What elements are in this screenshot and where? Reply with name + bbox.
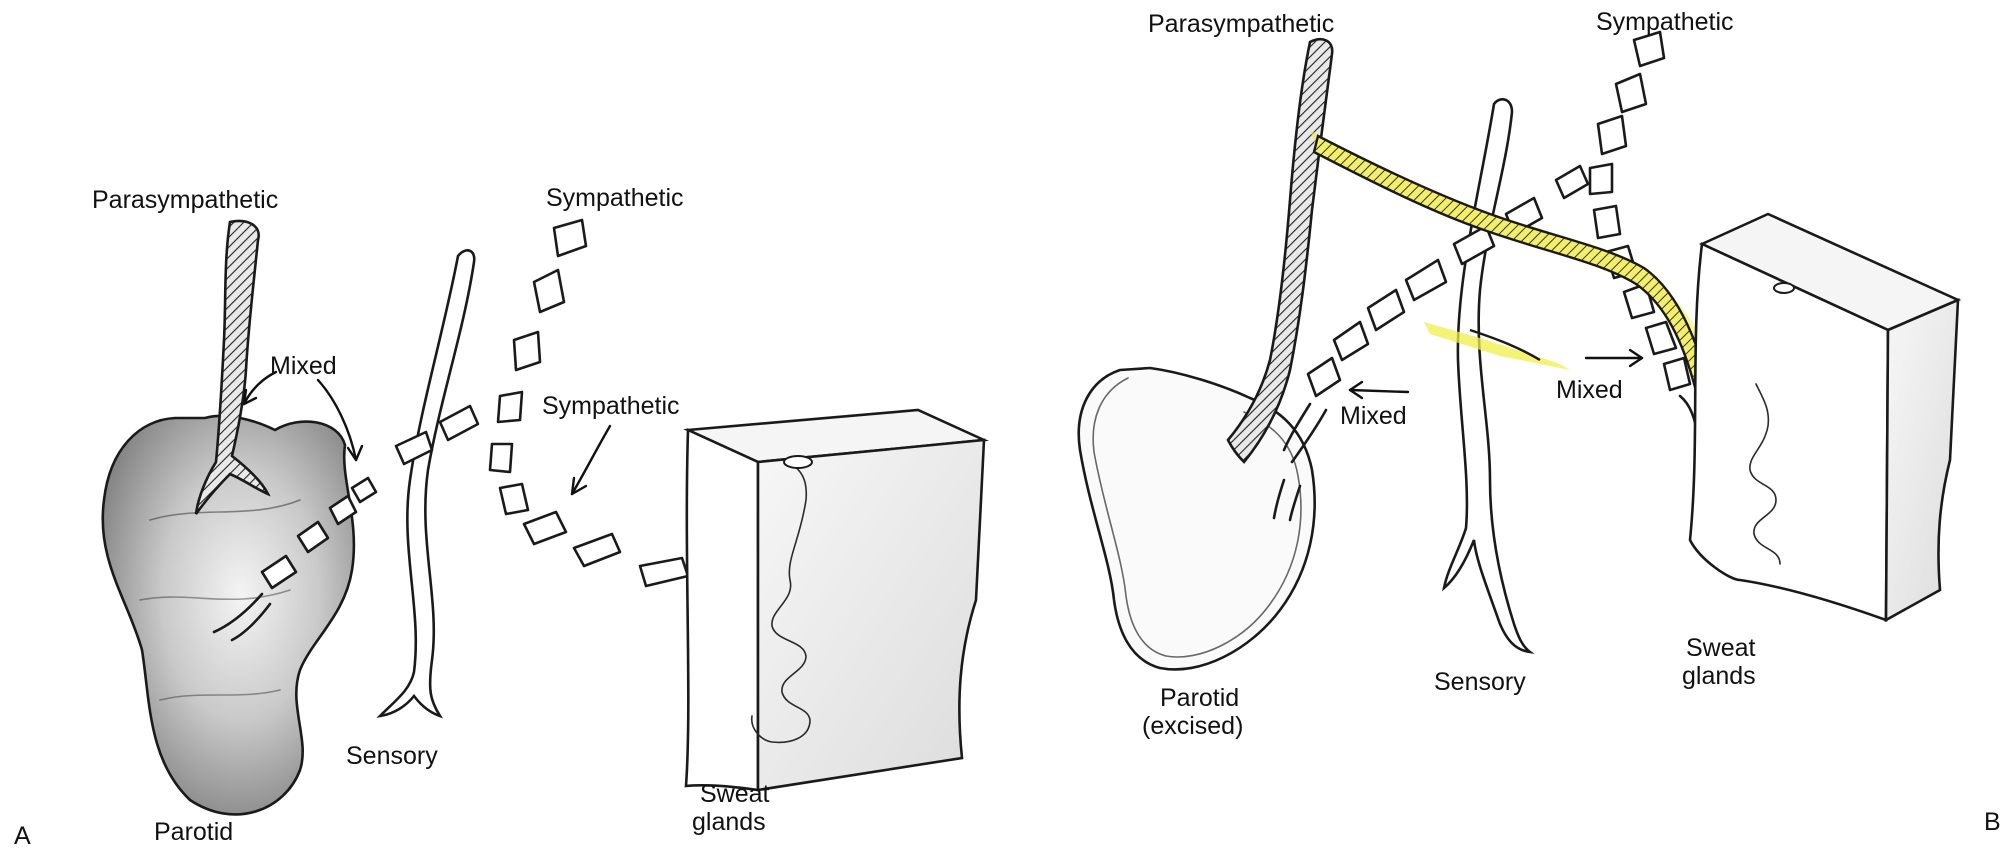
sweat-gland-block-b <box>1690 214 1958 620</box>
label-sensory-a: Sensory <box>346 742 438 770</box>
mixed-arrow-right-b <box>1586 350 1642 366</box>
mixed-arrow-left-b <box>1350 382 1408 398</box>
label-sweat-b: Sweat <box>1686 634 1756 662</box>
label-glands-a: glands <box>692 808 766 836</box>
sensory-nerve-b <box>1444 99 1530 652</box>
sympathetic-arrow-a <box>572 426 610 494</box>
label-sensory-b: Sensory <box>1434 668 1526 696</box>
panel-a: Parasympathetic Sympathetic Mixed Sympat… <box>14 184 984 848</box>
label-glands-b: glands <box>1682 662 1756 690</box>
sensory-nerve-a <box>380 250 474 716</box>
sweat-gland-block-a <box>686 410 984 790</box>
panel-b: Parasympathetic Sympathetic Mixed Mixed … <box>1079 8 2001 836</box>
label-mixed-left-b: Mixed <box>1340 402 1407 430</box>
label-sympathetic-mid-a: Sympathetic <box>542 392 680 420</box>
label-sympathetic-b: Sympathetic <box>1596 8 1734 36</box>
label-parotid-b: Parotid <box>1160 684 1239 712</box>
panel-letter-a: A <box>14 822 31 848</box>
panel-letter-b: B <box>1984 808 2001 836</box>
label-parasympathetic-b: Parasympathetic <box>1148 10 1334 38</box>
label-mixed-right-b: Mixed <box>1556 376 1623 404</box>
label-parotid-a: Parotid <box>154 818 233 846</box>
label-mixed-a: Mixed <box>270 352 337 380</box>
parotid-gland-b <box>1079 368 1315 669</box>
label-excised-b: (excised) <box>1142 712 1243 740</box>
label-parasympathetic-a: Parasympathetic <box>92 186 278 214</box>
label-sympathetic-top-a: Sympathetic <box>546 184 684 212</box>
label-sweat-a: Sweat <box>700 780 770 808</box>
